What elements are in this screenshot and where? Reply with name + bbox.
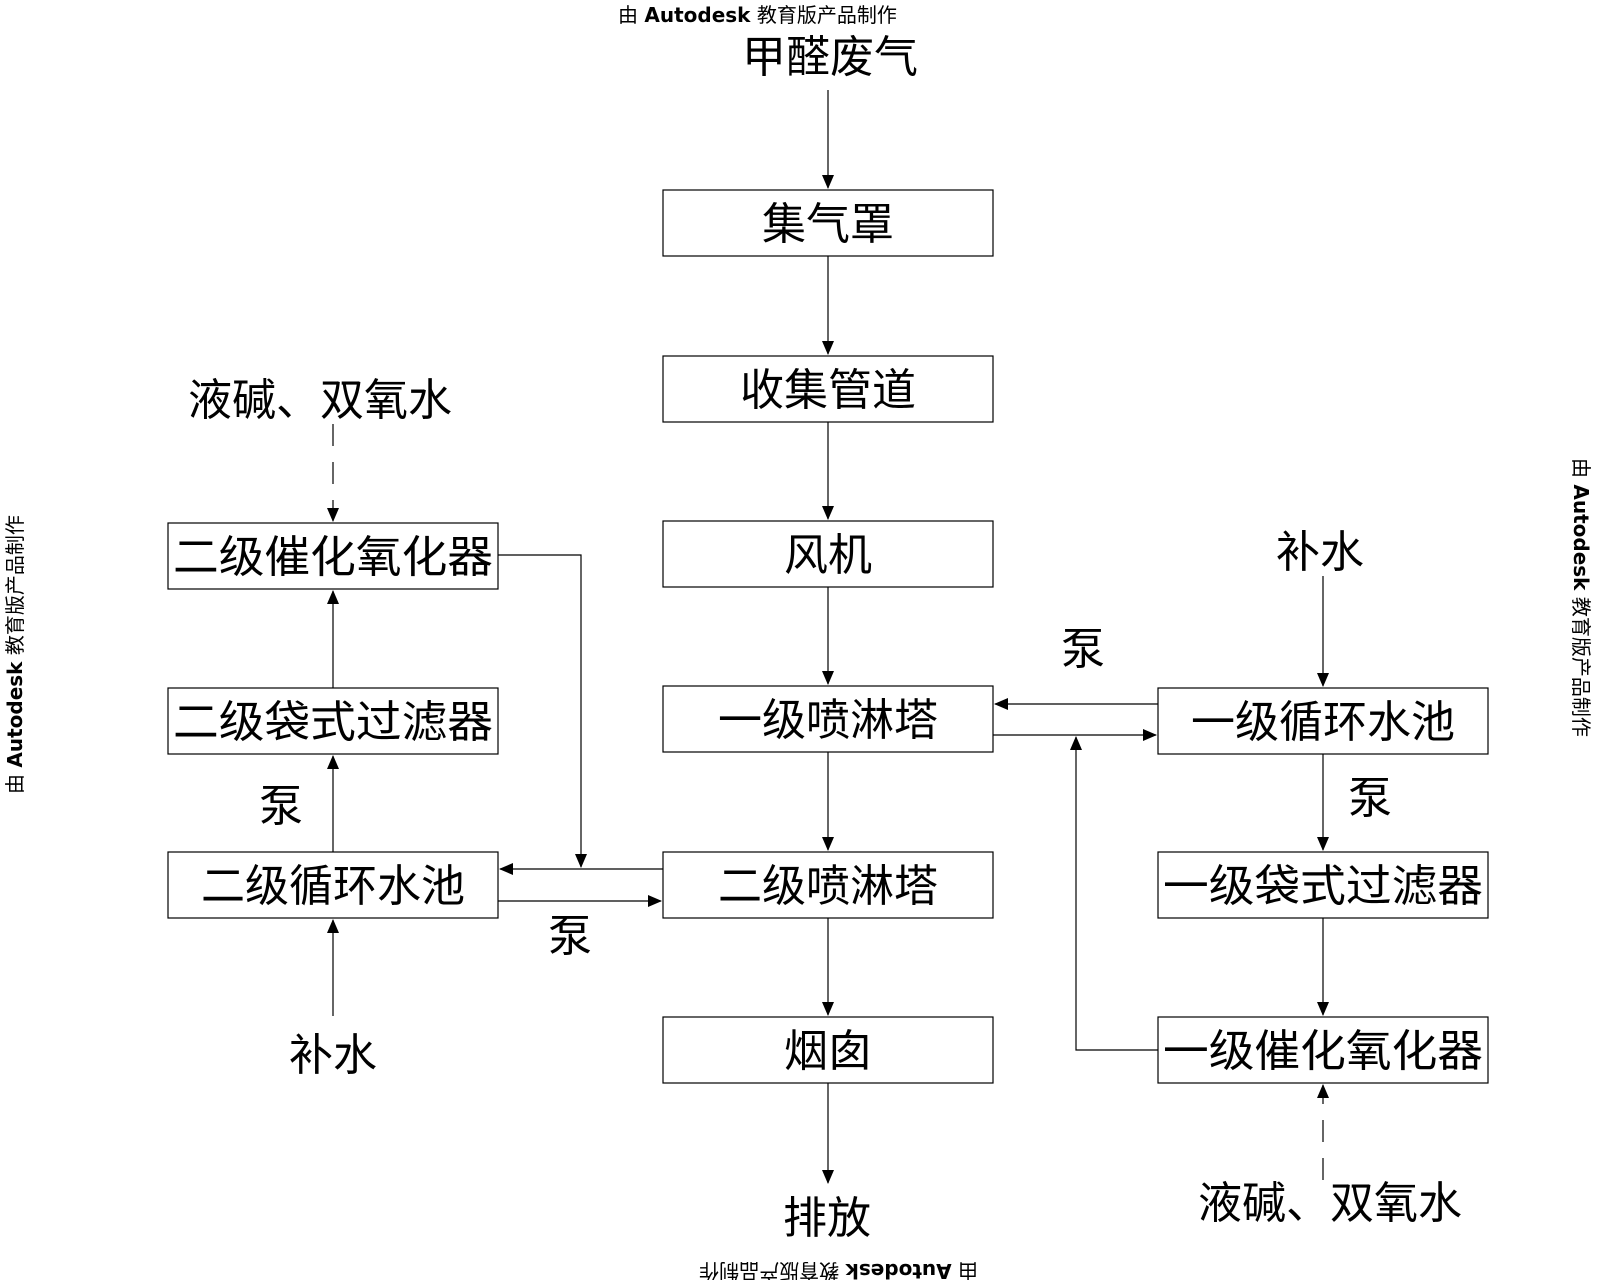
chem-left-label: 液碱、双氧水 xyxy=(188,375,452,426)
water-left-label: 补水 xyxy=(289,1030,377,1081)
tower1-label: 一级喷淋塔 xyxy=(718,695,938,746)
watermark-right: 由 Autodesk 教育版产品制作 xyxy=(1569,458,1593,737)
pump-top-right-label: 泵 xyxy=(1061,624,1105,675)
pool1-box: 一级循环水池 xyxy=(1157,687,1489,755)
filter1-box: 一级袋式过滤器 xyxy=(1157,851,1489,919)
tower2-box: 二级喷淋塔 xyxy=(662,851,994,919)
pool2-label: 二级循环水池 xyxy=(201,861,465,912)
watermark-bottom: 由 Autodesk 教育版产品制作 xyxy=(699,1259,978,1280)
watermark-top: 由 Autodesk 教育版产品制作 xyxy=(618,3,897,27)
discharge-label: 排放 xyxy=(783,1193,871,1244)
arrow-oxidizer2-return xyxy=(498,554,587,868)
filter1-label: 一级袋式过滤器 xyxy=(1163,861,1483,912)
input-gas-label: 甲醛废气 xyxy=(742,32,918,83)
pump-left-label: 泵 xyxy=(259,781,303,832)
oxidizer1-box: 一级催化氧化器 xyxy=(1157,1016,1489,1084)
tower2-label: 二级喷淋塔 xyxy=(718,861,938,912)
pool2-box: 二级循环水池 xyxy=(167,851,499,919)
duct-label: 收集管道 xyxy=(740,365,916,416)
chimney-label: 烟囱 xyxy=(784,1026,872,1077)
pump-bottom-left-label: 泵 xyxy=(548,911,592,962)
filter2-box: 二级袋式过滤器 xyxy=(167,687,499,755)
pool1-label: 一级循环水池 xyxy=(1191,697,1455,748)
oxidizer2-label: 二级催化氧化器 xyxy=(173,532,493,583)
hood-box: 集气罩 xyxy=(662,189,994,257)
filter2-label: 二级袋式过滤器 xyxy=(173,697,493,748)
pump-right-label: 泵 xyxy=(1348,773,1392,824)
arrow-oxidizer1-return xyxy=(1070,736,1158,1051)
chem-right-label: 液碱、双氧水 xyxy=(1198,1178,1462,1229)
tower1-box: 一级喷淋塔 xyxy=(662,685,994,753)
hood-label: 集气罩 xyxy=(762,199,894,250)
chimney-box: 烟囱 xyxy=(662,1016,994,1084)
fan-box: 风机 xyxy=(662,520,994,588)
oxidizer2-box: 二级催化氧化器 xyxy=(167,522,499,590)
oxidizer1-label: 一级催化氧化器 xyxy=(1163,1026,1483,1077)
fan-label: 风机 xyxy=(784,530,872,581)
water-right-label: 补水 xyxy=(1276,527,1364,578)
duct-box: 收集管道 xyxy=(662,355,994,423)
watermark-left: 由 Autodesk 教育版产品制作 xyxy=(3,515,27,794)
